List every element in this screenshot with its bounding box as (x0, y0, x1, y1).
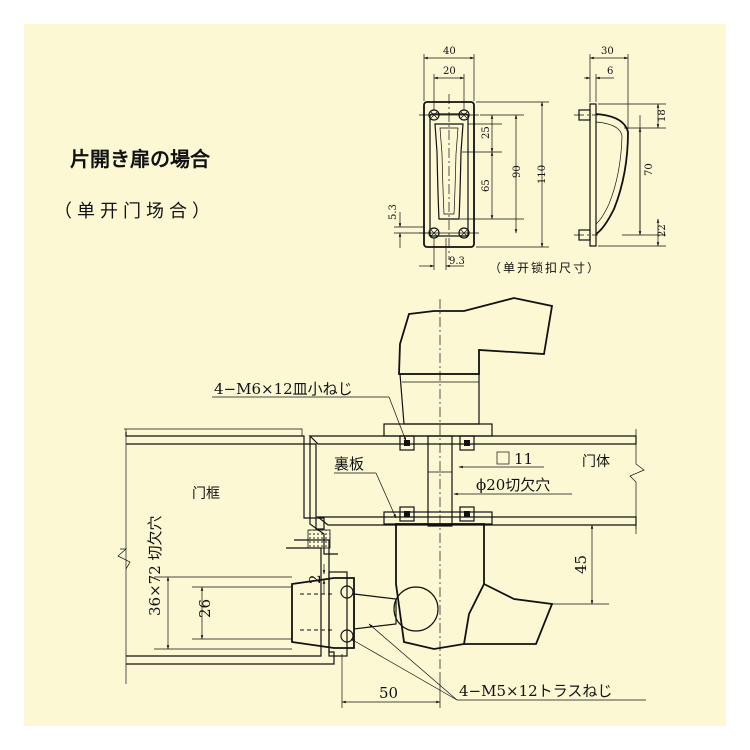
dim-26: 26 (196, 599, 214, 618)
front-view: 40 20 25 65 90 110 5.3 9.3 （单开锁扣尺寸） (388, 46, 601, 275)
dim-5-3: 5.3 (388, 204, 399, 220)
label-hole-20: ϕ20切欠穴 (476, 476, 550, 494)
title-japanese: 片開き扉の場合 (70, 147, 211, 171)
side-handle (595, 113, 629, 235)
side-plate (589, 103, 597, 247)
cam (393, 586, 439, 632)
break-line (629, 429, 645, 529)
recess-outline (434, 123, 464, 220)
dim-9-3: 9.3 (449, 256, 465, 267)
gasket (307, 529, 331, 549)
technical-drawing: 片開き扉の場合 （单开门场合） 40 20 25 (54, 46, 668, 708)
latch-body (291, 577, 355, 649)
dim-6: 6 (607, 66, 613, 77)
dim-2: 2 (306, 574, 324, 584)
recess-inner (439, 127, 459, 215)
dim-45: 45 (572, 555, 590, 574)
door-frame-top (125, 432, 325, 530)
dim-width-20: 20 (443, 66, 456, 77)
screw-icon (399, 435, 475, 522)
dim-25: 25 (481, 126, 492, 139)
square-symbol (496, 451, 510, 465)
drawing-sheet: 片開き扉の場合 （单开门场合） 40 20 25 (24, 24, 726, 726)
label-back-plate: 裏板 (334, 455, 364, 473)
section-view: 4−M6×12皿小ねじ 裏板 11 门体 ϕ20切欠穴 门框 36×72 切欠穴… (117, 297, 646, 708)
dim-70: 70 (644, 163, 655, 176)
dim-30: 30 (601, 46, 614, 57)
label-door-frame: 门框 (192, 486, 220, 502)
handle-neck (399, 373, 480, 425)
shaft (427, 435, 453, 527)
dim-90: 90 (512, 165, 523, 178)
label-door-body: 门体 (582, 454, 610, 470)
dim-22: 22 (657, 224, 668, 237)
dim-width-40: 40 (443, 46, 456, 57)
door-skin-top (308, 435, 637, 445)
dim-110: 110 (537, 165, 548, 184)
handle-upper (398, 297, 554, 375)
side-view: 30 6 18 70 22 (574, 46, 668, 247)
title-chinese: （单开门场合） (54, 201, 215, 222)
label-screw-top: 4−M6×12皿小ねじ (214, 380, 353, 398)
top-view-caption: （单开锁扣尺寸） (489, 260, 601, 275)
label-screw-bottom: 4−M5×12トラスねじ (459, 682, 612, 700)
dim-50: 50 (379, 684, 398, 702)
dim-18: 18 (657, 109, 668, 122)
label-cutout: 36×72 切欠穴 (146, 515, 164, 616)
dim-65: 65 (481, 179, 492, 192)
label-square-11: 11 (514, 450, 533, 468)
